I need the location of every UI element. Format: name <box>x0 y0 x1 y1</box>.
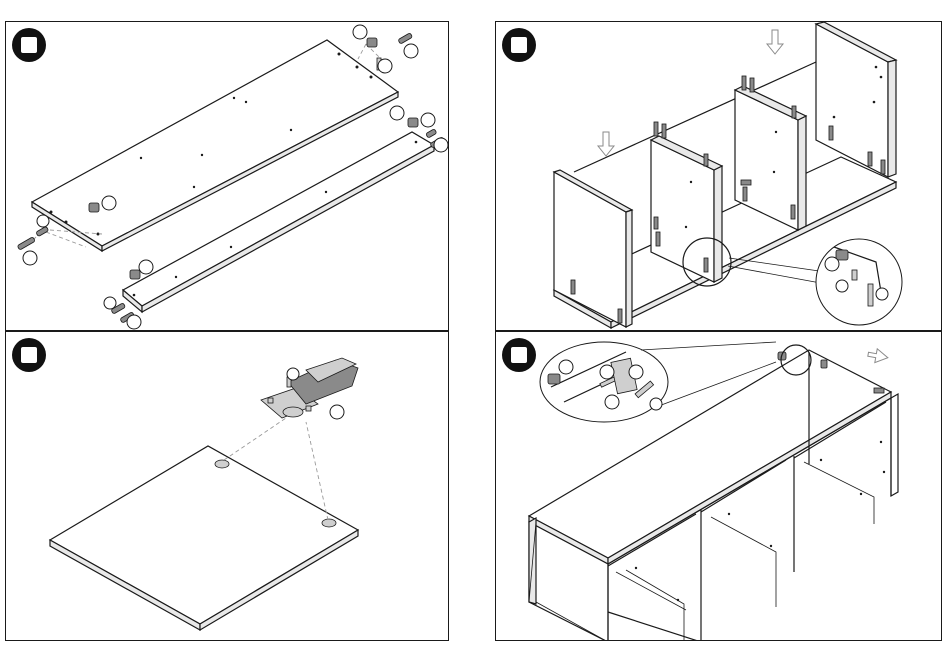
step-1-panel <box>5 21 449 331</box>
step-2-illustration <box>496 22 942 331</box>
step-3-panel <box>5 331 449 641</box>
step-4-illustration <box>496 332 942 641</box>
insert-arrow-icon <box>767 30 783 54</box>
step-2-panel <box>495 21 942 331</box>
step-1-illustration <box>6 22 449 331</box>
step-3-illustration <box>6 332 449 641</box>
cam-lock-icon <box>367 38 377 47</box>
dowel-icon <box>398 33 413 44</box>
step-4-panel <box>495 331 942 641</box>
